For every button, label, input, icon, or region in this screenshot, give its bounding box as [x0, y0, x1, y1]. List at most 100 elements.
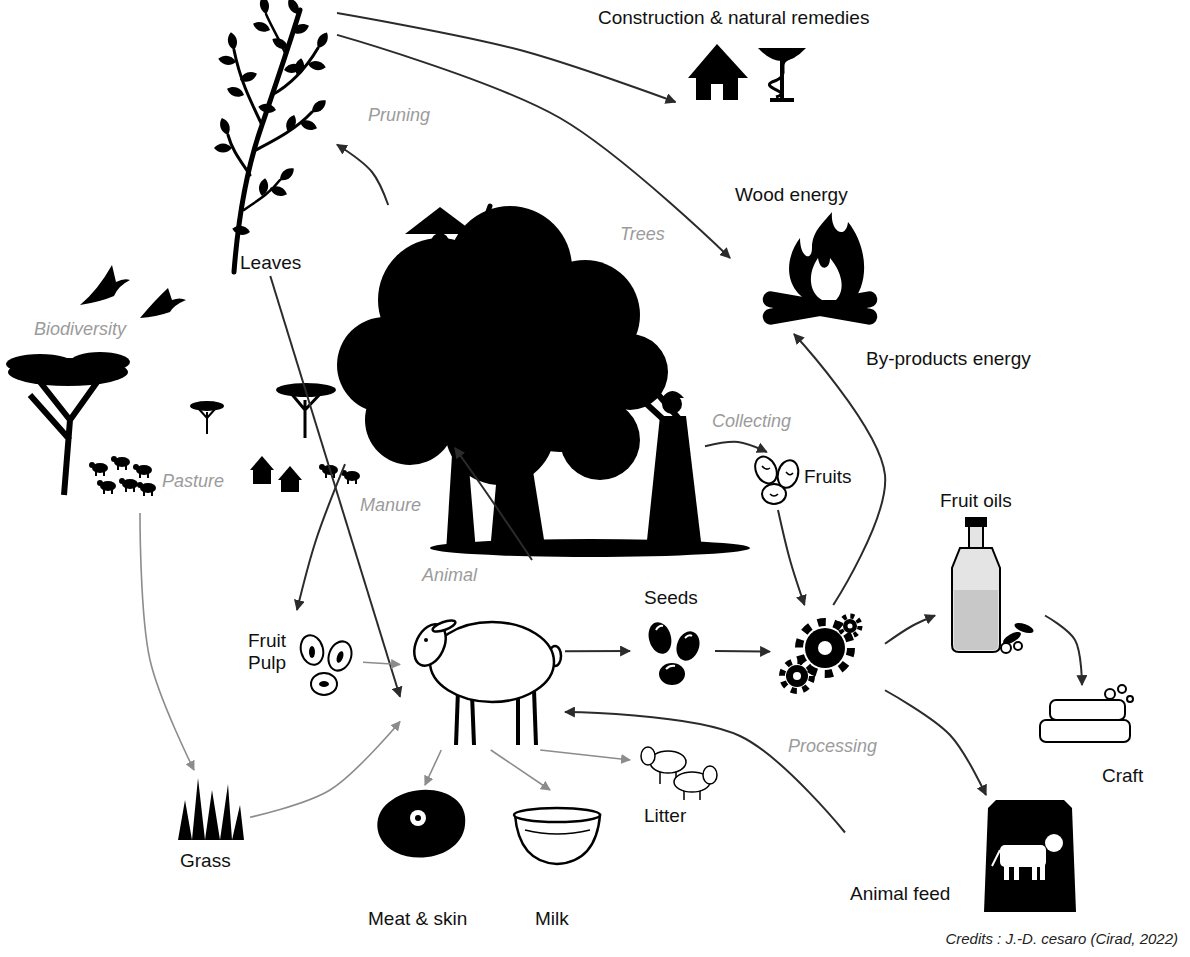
- annotation: Biodiversity: [34, 318, 126, 340]
- feed-bag-icon: [992, 834, 1063, 880]
- flow-arrow: [1045, 616, 1082, 686]
- bottle-icon: [1014, 642, 1022, 650]
- flow-arrow: [565, 712, 845, 833]
- meat-icon: [377, 790, 465, 858]
- fruit-icon: [762, 466, 770, 469]
- branch-icon: [226, 31, 238, 50]
- savanna-scene: [137, 482, 156, 496]
- gear-icon: [793, 672, 801, 680]
- hut-icon: [711, 84, 723, 100]
- connector-group: [140, 13, 1082, 833]
- branch-icon: [214, 0, 331, 272]
- flow-arrow: [491, 750, 550, 790]
- oil-item: Fruit oils: [935, 488, 1045, 658]
- flow-arrow: [885, 616, 935, 644]
- savanna-scene: [133, 464, 152, 478]
- flow-label: Collecting: [712, 410, 791, 432]
- branch-icon: [252, 20, 272, 35]
- bird-icon: [80, 265, 186, 318]
- soap-icon: [1040, 720, 1130, 742]
- flow-arrow: [715, 650, 770, 653]
- bottle-icon: [1001, 643, 1011, 653]
- node-label: Grass: [180, 850, 231, 872]
- savanna-scene: [253, 470, 271, 484]
- grass-item: Grass: [170, 770, 250, 875]
- soap-icon: [1050, 700, 1125, 720]
- soap-icon: [1127, 696, 1133, 702]
- node-label: Wood energy: [735, 184, 848, 206]
- hut-icon: [688, 44, 748, 78]
- tree-silhouette: [454, 206, 490, 256]
- branch-icon: [234, 50, 262, 125]
- flow-arrow: [565, 650, 630, 652]
- leaves-item: Leaves: [222, 2, 337, 276]
- flow-arrow: [425, 750, 441, 785]
- tree-silhouette: [662, 391, 684, 398]
- pasture-ellipse: [5, 388, 455, 513]
- soap-icon: [1105, 689, 1115, 699]
- pulp-icon: [297, 633, 355, 695]
- seed-icon: [645, 620, 675, 657]
- savanna-scene: [6, 352, 360, 496]
- bottle-icon: [969, 526, 983, 548]
- flow-arrow: [885, 690, 986, 795]
- flow-label-holder: By-products energy: [866, 348, 1031, 370]
- tree-silhouette: [592, 334, 668, 410]
- branch-icon: [231, 224, 250, 236]
- branch-icon: [277, 165, 297, 183]
- branch-icon: [284, 114, 299, 134]
- flow-arrow: [297, 464, 345, 610]
- lamb-icon: [641, 747, 655, 765]
- craft-item: Craft: [1030, 685, 1160, 790]
- savanna-scene: [89, 462, 108, 476]
- flow-arrow: [778, 510, 805, 605]
- animal-item: Animal: [400, 560, 565, 750]
- branch-icon: [228, 10, 318, 272]
- hut-icon: [688, 44, 748, 100]
- flow-label-holder: Manure: [360, 494, 421, 516]
- node-label: Meat & skin: [368, 908, 467, 930]
- fruit-icon: [751, 453, 781, 487]
- branch-icon: [270, 35, 290, 52]
- feed-bag-icon: [984, 800, 1076, 912]
- remedy-symbol: [758, 48, 806, 100]
- flow-arrow: [140, 513, 194, 770]
- flow-label: Pruning: [368, 104, 430, 126]
- node-label: Fruit oils: [940, 490, 1012, 512]
- credit-line: Credits : J.-D. cesaro (Cirad, 2022): [945, 930, 1178, 948]
- flow-arrow: [250, 722, 400, 818]
- savanna-scene: [250, 456, 274, 470]
- seed-icon: [673, 628, 704, 664]
- gear-icon: [848, 624, 853, 629]
- tree-silhouette: [626, 382, 664, 420]
- gear-icon: [782, 616, 860, 691]
- sheep-figure: [516, 694, 520, 745]
- bottle-icon: [952, 518, 1035, 653]
- branch-icon: [309, 97, 329, 115]
- hut-icon: [696, 78, 738, 100]
- flow-arrow: [794, 334, 885, 605]
- flow-label: By-products energy: [866, 348, 1031, 370]
- bird-icon: [80, 265, 130, 305]
- flow-arrow: [540, 750, 630, 760]
- uses-item: Construction & natural remedies: [590, 5, 875, 102]
- branch-icon: [290, 22, 310, 37]
- grass-icon: [178, 778, 244, 840]
- node-label: Fruit Pulp: [248, 630, 300, 674]
- remedy-symbol: [758, 48, 806, 61]
- flow-arrow: [705, 442, 767, 452]
- feed-bag-icon: [1000, 845, 1046, 867]
- flow-arrow: [363, 662, 400, 664]
- flow-label-holder: Collecting: [712, 410, 791, 432]
- pulp-icon: [335, 650, 345, 663]
- tree-silhouette: [405, 207, 476, 234]
- feed-bag-icon: [1032, 864, 1037, 880]
- feed-bag-icon: [1004, 864, 1009, 880]
- sheep-figure: [472, 694, 474, 745]
- gear-icon: [786, 665, 808, 687]
- fire-icon: [761, 212, 878, 326]
- branch-icon: [214, 0, 331, 236]
- branch-icon: [258, 0, 270, 15]
- bowl-icon: [514, 808, 600, 822]
- node-label: Litter: [644, 805, 686, 827]
